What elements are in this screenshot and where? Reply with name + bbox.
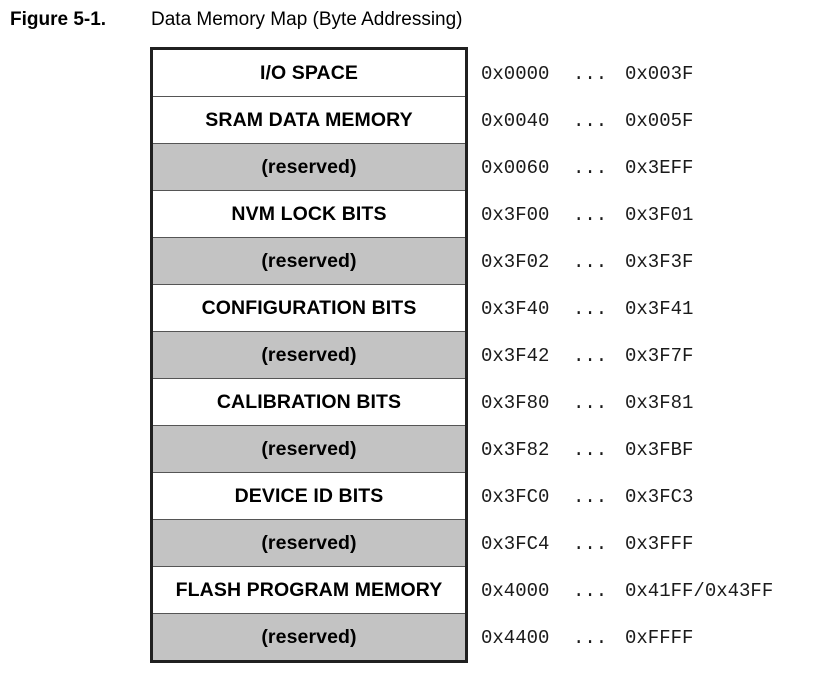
address-separator: ... <box>573 485 608 508</box>
address-start: 0x0040 <box>481 109 550 132</box>
address-range: 0x3FC0... 0x3FC3 <box>481 473 811 520</box>
address-end: 0x003F <box>625 62 694 85</box>
address-range: 0x4000... 0x41FF/0x43FF <box>481 567 811 614</box>
address-separator: ... <box>573 391 608 414</box>
address-range: 0x0000... 0x003F <box>481 50 811 97</box>
address-range: 0x3F80... 0x3F81 <box>481 379 811 426</box>
figure-label: Figure 5-1. <box>10 9 107 30</box>
address-range: 0x3FC4... 0x3FFF <box>481 520 811 567</box>
address-end: 0x3F41 <box>625 297 694 320</box>
address-end: 0x005F <box>625 109 694 132</box>
memory-region: DEVICE ID BITS <box>153 472 465 519</box>
address-start: 0x3F80 <box>481 391 550 414</box>
address-separator: ... <box>573 344 608 367</box>
address-end: 0x3F3F <box>625 250 694 273</box>
address-separator: ... <box>573 579 608 602</box>
memory-region: FLASH PROGRAM MEMORY <box>153 566 465 613</box>
address-separator: ... <box>573 62 608 85</box>
address-end: 0x3FBF <box>625 438 694 461</box>
address-range: 0x3F40... 0x3F41 <box>481 285 811 332</box>
address-end: 0x3F01 <box>625 203 694 226</box>
address-start: 0x3F42 <box>481 344 550 367</box>
address-separator: ... <box>573 297 608 320</box>
address-end: 0x3F7F <box>625 344 694 367</box>
address-start: 0x3F00 <box>481 203 550 226</box>
memory-region-reserved: (reserved) <box>153 331 465 378</box>
memory-region: NVM LOCK BITS <box>153 190 465 237</box>
address-start: 0x4400 <box>481 626 550 649</box>
address-end: 0xFFFF <box>625 626 694 649</box>
address-separator: ... <box>573 532 608 555</box>
address-separator: ... <box>573 250 608 273</box>
address-end: 0x41FF/0x43FF <box>625 579 774 602</box>
address-separator: ... <box>573 109 608 132</box>
address-end: 0x3FFF <box>625 532 694 555</box>
memory-region-reserved: (reserved) <box>153 613 465 660</box>
address-range: 0x3F02... 0x3F3F <box>481 238 811 285</box>
address-range: 0x3F00... 0x3F01 <box>481 191 811 238</box>
address-separator: ... <box>573 203 608 226</box>
address-end: 0x3F81 <box>625 391 694 414</box>
address-separator: ... <box>573 156 608 179</box>
address-start: 0x3FC0 <box>481 485 550 508</box>
address-range: 0x0060... 0x3EFF <box>481 144 811 191</box>
memory-region: CONFIGURATION BITS <box>153 284 465 331</box>
figure-header: Figure 5-1. Data Memory Map (Byte Addres… <box>10 8 790 32</box>
figure-title: Data Memory Map (Byte Addressing) <box>151 9 463 30</box>
memory-region-reserved: (reserved) <box>153 425 465 472</box>
memory-region-reserved: (reserved) <box>153 143 465 190</box>
address-start: 0x3FC4 <box>481 532 550 555</box>
address-range: 0x3F42... 0x3F7F <box>481 332 811 379</box>
memory-region: CALIBRATION BITS <box>153 378 465 425</box>
address-separator: ... <box>573 626 608 649</box>
address-end: 0x3FC3 <box>625 485 694 508</box>
address-end: 0x3EFF <box>625 156 694 179</box>
address-start: 0x3F02 <box>481 250 550 273</box>
memory-region-reserved: (reserved) <box>153 237 465 284</box>
address-start: 0x4000 <box>481 579 550 602</box>
address-range: 0x4400... 0xFFFF <box>481 614 811 661</box>
address-range: 0x0040... 0x005F <box>481 97 811 144</box>
address-start: 0x0060 <box>481 156 550 179</box>
address-start: 0x3F40 <box>481 297 550 320</box>
memory-region: SRAM DATA MEMORY <box>153 96 465 143</box>
address-start: 0x0000 <box>481 62 550 85</box>
memory-region: I/O SPACE <box>259 61 359 84</box>
address-range: 0x3F82... 0x3FBF <box>481 426 811 473</box>
address-start: 0x3F82 <box>481 438 550 461</box>
memory-region-reserved: (reserved) <box>153 519 465 566</box>
address-separator: ... <box>573 438 608 461</box>
